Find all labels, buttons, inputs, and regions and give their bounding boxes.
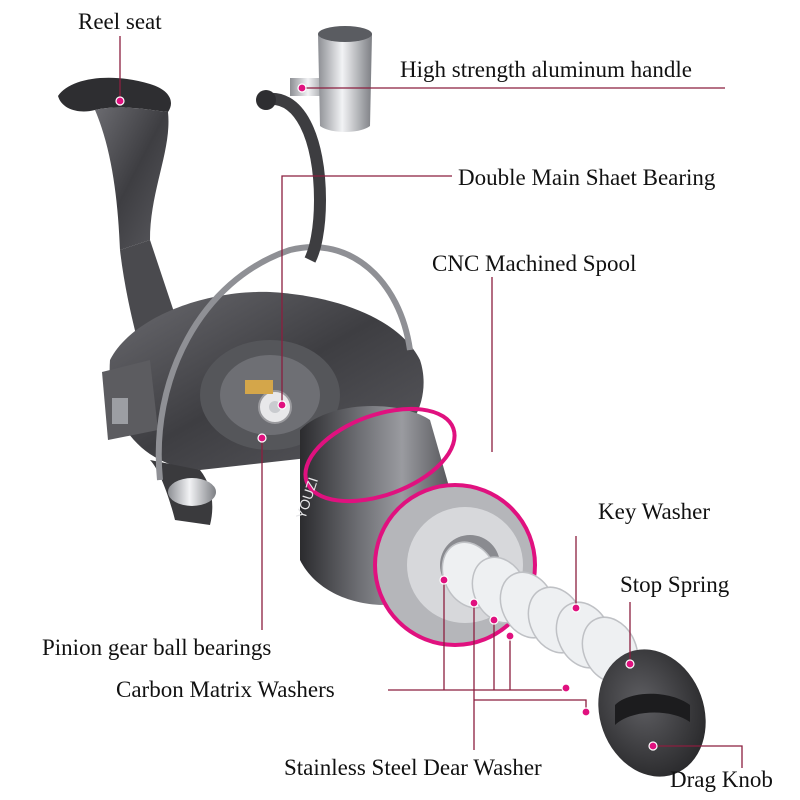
label-steel-washer: Stainless Steel Dear Washer bbox=[284, 755, 542, 780]
reel-seat-part bbox=[58, 77, 180, 350]
label-pinion-bearings: Pinion gear ball bearings bbox=[42, 635, 272, 660]
label-drag-knob: Drag Knob bbox=[670, 767, 773, 792]
marker-carbon-d bbox=[561, 683, 571, 693]
marker-dots bbox=[115, 83, 658, 751]
leader-lines bbox=[119, 36, 743, 768]
leader-steel-b bbox=[474, 699, 587, 712]
label-reel-seat: Reel seat bbox=[78, 9, 162, 34]
leader-drag-knob bbox=[653, 745, 743, 768]
marker-key-washer bbox=[571, 603, 581, 613]
marker-steel-b bbox=[581, 707, 591, 717]
label-spool: CNC Machined Spool bbox=[432, 251, 637, 276]
marker-handle bbox=[297, 83, 307, 93]
marker-carbon-b bbox=[489, 615, 499, 625]
label-main-shaft-bearing: Double Main Shaet Bearing bbox=[458, 165, 716, 190]
label-carbon-washers: Carbon Matrix Washers bbox=[116, 677, 335, 702]
marker-main-shaft bbox=[277, 400, 287, 410]
marker-stop-spring bbox=[625, 659, 635, 669]
marker-drag-knob bbox=[648, 741, 658, 751]
marker-steel bbox=[469, 598, 479, 608]
marker-reel-seat bbox=[115, 96, 125, 106]
marker-carbon-c bbox=[505, 631, 515, 641]
leader-main-shaft bbox=[281, 175, 452, 405]
label-key-washer: Key Washer bbox=[598, 499, 711, 524]
drag-knob-part bbox=[598, 649, 706, 777]
label-handle: High strength aluminum handle bbox=[400, 57, 692, 82]
marker-pinion bbox=[257, 433, 267, 443]
marker-carbon-a bbox=[439, 575, 449, 585]
handle-part bbox=[256, 26, 372, 263]
label-stop-spring: Stop Spring bbox=[620, 572, 730, 597]
rotor-plate bbox=[200, 340, 340, 450]
